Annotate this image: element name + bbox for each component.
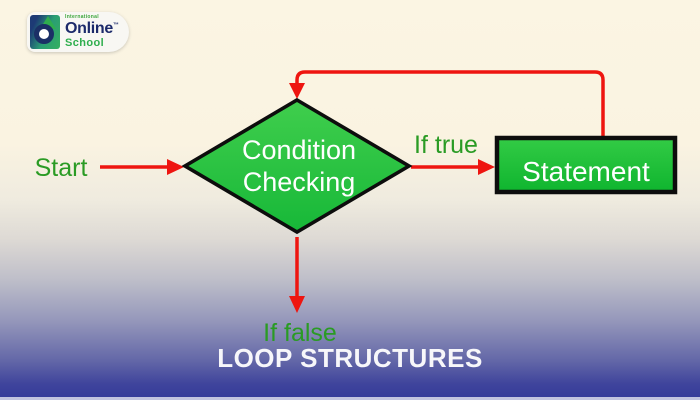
online-school-logo-icon — [30, 15, 60, 49]
loop-back-arrowhead-icon — [289, 83, 305, 99]
loop-back-line — [295, 70, 605, 138]
start-label: Start — [35, 154, 88, 182]
if-false-label: If false — [263, 319, 337, 347]
logo-subname: School — [65, 37, 105, 49]
if-false-arrow — [289, 237, 305, 313]
condition-diamond — [181, 97, 413, 235]
if-true-arrowhead-icon — [478, 159, 495, 175]
logo-text: International Online™ School — [65, 15, 119, 49]
if-true-label: If true — [414, 131, 478, 159]
page-title: LOOP STRUCTURES — [217, 343, 483, 373]
logo-ring-icon — [34, 24, 54, 44]
logo-name-text: Online — [65, 20, 113, 37]
logo-trademark: ™ — [112, 22, 119, 29]
start-arrow — [100, 159, 184, 175]
loop-back-arrow — [289, 70, 605, 138]
condition-label-line2: Checking — [243, 167, 356, 197]
if-true-arrow — [411, 159, 495, 175]
logo-name: Online™ — [65, 21, 119, 37]
start-arrowhead-icon — [167, 159, 184, 175]
if-false-arrowhead-icon — [289, 296, 305, 313]
statement-label: Statement — [522, 156, 650, 187]
bottom-edge-strip — [0, 397, 700, 400]
statement-box — [494, 135, 678, 195]
condition-label-line1: Condition — [242, 135, 356, 165]
online-school-logo: International Online™ School — [27, 12, 129, 52]
logo-tagline: International — [65, 14, 99, 20]
